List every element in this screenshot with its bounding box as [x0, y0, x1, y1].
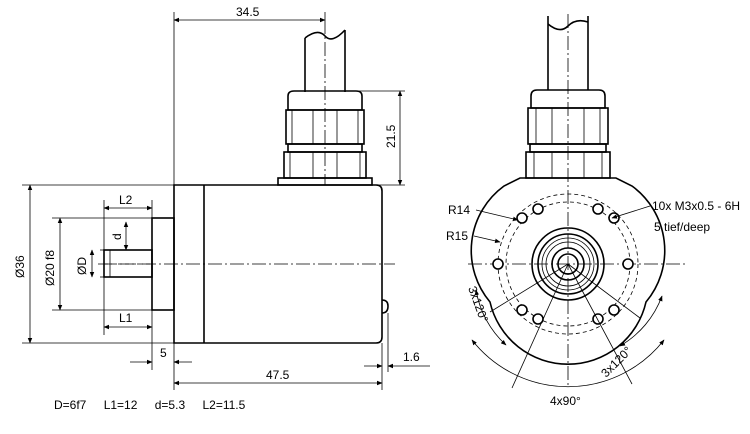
dim-1-6-label: 1.6: [403, 350, 420, 364]
leader-lines: [473, 205, 651, 244]
front-housing-outline: [470, 177, 666, 365]
angle-bottom-label: 4x90°: [550, 394, 581, 408]
threaded-holes: [492, 203, 634, 325]
dim-21-5-label: 21.5: [384, 124, 398, 148]
dimension-lines: [27, 17, 430, 386]
thread-spec-label: 10x M3x0.5 - 6H: [652, 199, 740, 213]
parameter-legend: D=6f7 L1=12 d=5.3 L2=11.5: [54, 398, 259, 412]
front-view: R14 R15 10x M3x0.5 - 6H 5 tief/deep 3x12…: [446, 14, 740, 408]
side-view: 34.5 21.5 Ø36 Ø20 f8 ØD d L2 L1 5 47.5 1…: [13, 5, 430, 390]
dim-34-5-label: 34.5: [236, 5, 260, 19]
cable-gland: [277, 90, 373, 186]
legend-dd: d=5.3: [154, 398, 186, 412]
angle-left-label: 3x120°: [465, 284, 491, 324]
front-hub: [531, 227, 605, 301]
dimension-labels: 34.5 21.5 Ø36 Ø20 f8 ØD d L2 L1 5 47.5 1…: [13, 5, 420, 382]
dim-diameter-20-label: Ø20 f8: [43, 250, 57, 286]
radius-r15-label: R15: [446, 229, 468, 243]
dim-47-5-label: 47.5: [266, 368, 290, 382]
cable: [304, 20, 346, 185]
dim-flat-d-label: d: [110, 233, 124, 240]
angle-right-label: 3x120°: [598, 344, 635, 381]
dim-l1-label: L1: [119, 311, 133, 325]
dim-l2-label: L2: [119, 193, 133, 207]
thread-depth-label: 5 tief/deep: [654, 220, 710, 234]
radius-r14-label: R14: [448, 203, 470, 217]
dim-5-label: 5: [160, 346, 167, 360]
extension-lines: [22, 12, 405, 390]
front-cable: [547, 14, 589, 385]
angle-arcs: [471, 289, 665, 388]
dim-diameter-36-label: Ø36: [13, 255, 27, 278]
shaft: [103, 249, 153, 278]
dim-shaft-d-label: ØD: [75, 257, 89, 275]
legend-d: D=6f7: [54, 398, 87, 412]
legend-l2: L2=11.5: [202, 398, 246, 412]
legend-l1: L1=12: [103, 398, 138, 412]
